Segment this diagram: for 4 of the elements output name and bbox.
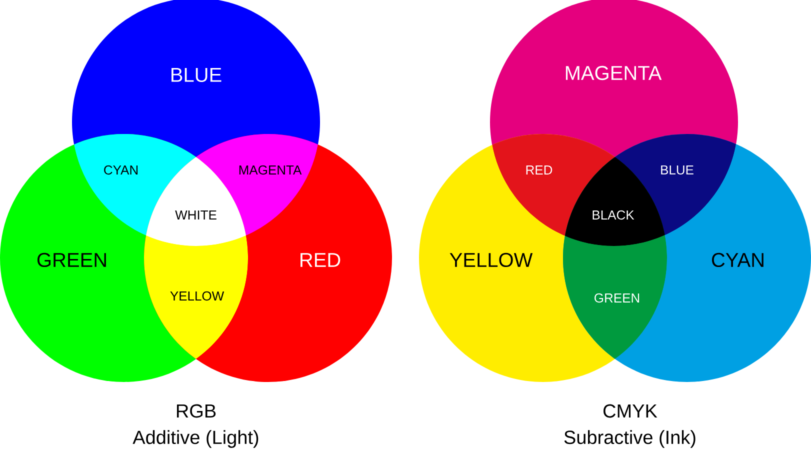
caption-text: RGB [176,404,216,418]
caption-text: CMYK [604,404,658,418]
caption-text: Additive (Light) [132,430,258,448]
caption-text: Subractive (Ink) [564,430,696,448]
